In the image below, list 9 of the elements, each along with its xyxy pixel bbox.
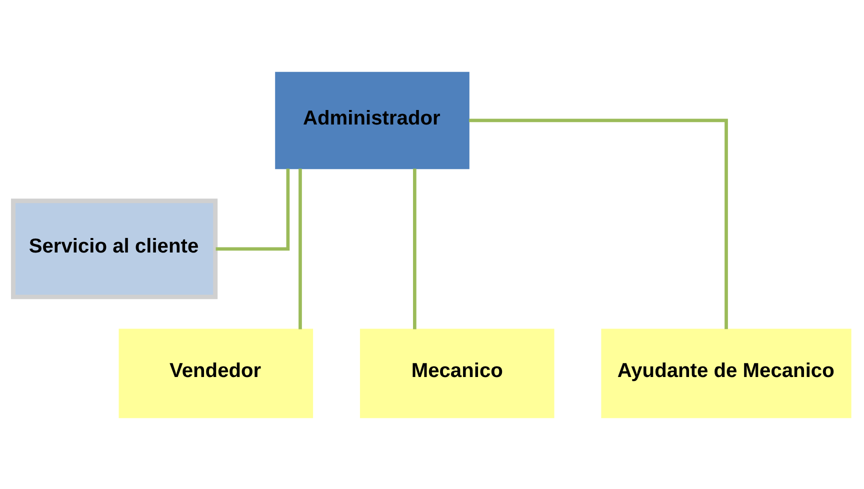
node-box: Ayudante de Mecanico bbox=[601, 328, 852, 418]
node-box: Administrador bbox=[275, 71, 470, 169]
node-box: Servicio al cliente bbox=[11, 198, 218, 299]
connector bbox=[298, 168, 302, 329]
connector bbox=[216, 168, 290, 250]
connector bbox=[468, 118, 728, 329]
node-box: Mecanico bbox=[360, 328, 554, 418]
node-box: Vendedor bbox=[118, 328, 314, 418]
connector bbox=[413, 168, 416, 329]
